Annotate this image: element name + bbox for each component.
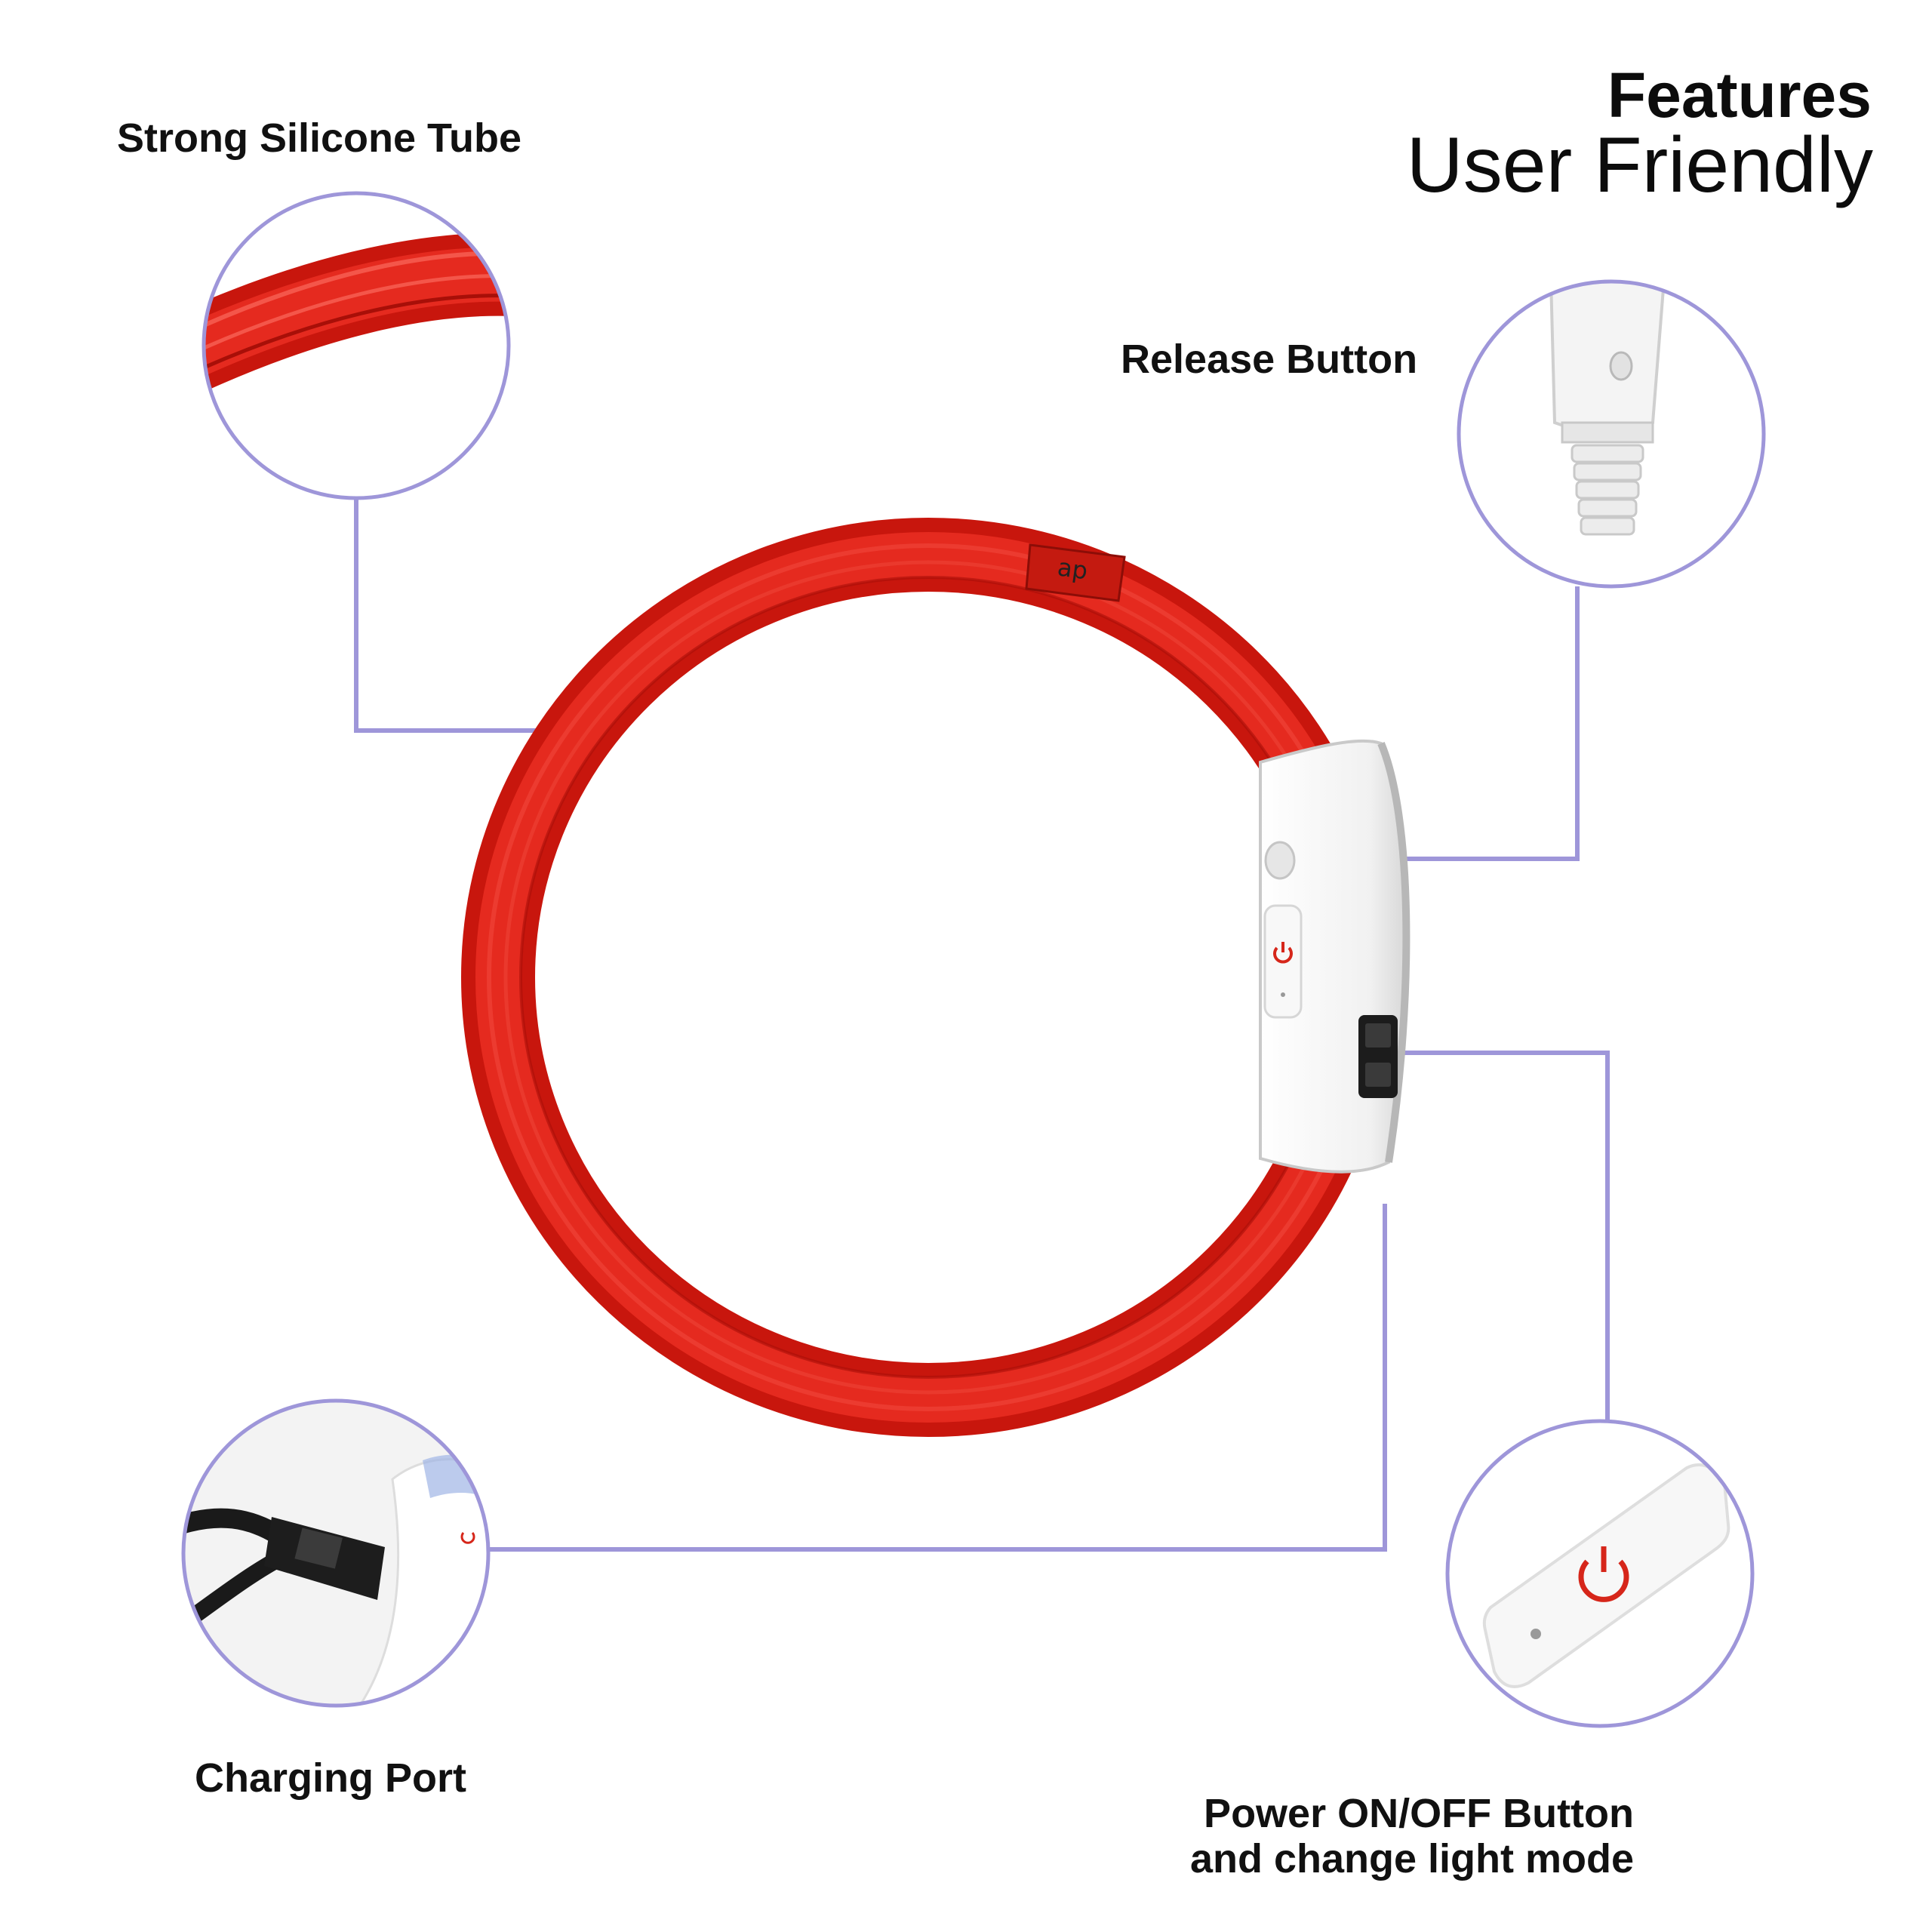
detail-power-button [1445,1419,1755,1728]
label-power-button: Power ON/OFF Button [1204,1791,1634,1836]
connector-line-tube [354,498,551,733]
control-module [1259,739,1411,1174]
tube-label-band [1025,543,1126,602]
detail-release-button [1457,279,1766,589]
release-button-dot [1264,841,1296,880]
connector-line-charging [488,1204,1387,1552]
detail-silicone-tube [202,191,511,500]
page-title: Features [1607,60,1872,131]
label-light-mode: and change light mode [1189,1836,1634,1881]
page-subtitle: User Friendly [1406,122,1873,209]
power-icon [1273,942,1293,964]
label-release-button: Release Button [1121,337,1418,382]
usb-cable-icon [183,1508,385,1629]
svg-text:ap: ap [1056,552,1090,585]
label-silicone-tube: Strong Silicone Tube [117,115,522,161]
power-icon [1578,1546,1629,1602]
label-charging-port: Charging Port [195,1755,466,1801]
connector-line-power [1392,1051,1610,1421]
detail-charging-port [181,1398,491,1708]
collar-ring: ap [461,518,1395,1437]
